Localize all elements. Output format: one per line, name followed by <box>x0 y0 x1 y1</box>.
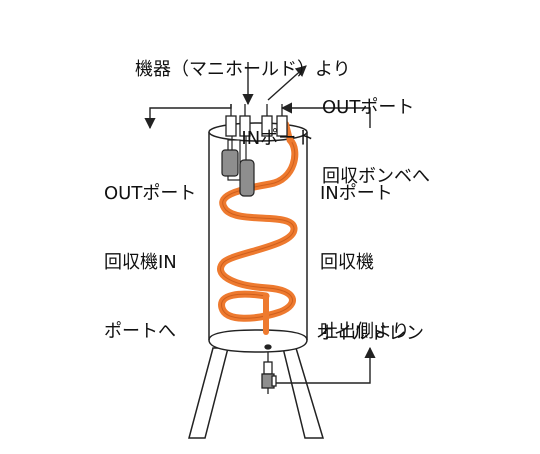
label-top-in-line2: INポート <box>241 128 315 149</box>
label-out-rec-line3: ポートへ <box>104 321 176 342</box>
label-out-rec-line1: OUTポート <box>104 183 197 204</box>
top-ports <box>225 104 288 137</box>
label-out-cyl-line1: OUTポート <box>322 97 415 118</box>
right-leg <box>282 347 325 439</box>
label-out-cyl-line2: 回収ボンベへ <box>322 166 430 187</box>
port-2 <box>239 104 251 137</box>
tank-legs <box>188 347 325 439</box>
label-out-to-cylinder: OUTポート 回収ボンベへ <box>322 50 430 211</box>
label-in-from-recovery: INポート 回収機 吐出側より <box>320 136 410 366</box>
label-oil-drain: オイルドレン <box>316 323 424 344</box>
label-in-rec-line2: 回収機 <box>320 252 374 273</box>
arrow-left-out <box>144 104 232 130</box>
flow-arrows <box>144 62 376 384</box>
label-out-rec-line2: 回収機IN <box>104 252 177 273</box>
arrow-out-cylinder <box>267 65 307 101</box>
label-in-rec-line1: INポート <box>320 183 393 204</box>
label-out-to-recovery-in: OUTポート 回収機IN ポートへ <box>104 136 196 366</box>
port-3 <box>261 104 273 137</box>
arrow-right-in <box>280 102 371 128</box>
drain-valve <box>261 344 277 394</box>
label-top-in-line1: 機器（マニホールド）より <box>135 59 351 80</box>
gauge-large <box>239 159 255 197</box>
float-chambers <box>221 124 255 197</box>
label-in-rec-line3: 吐出側より <box>320 321 410 342</box>
arrow-oil-drain <box>274 346 376 384</box>
label-top-in-port: 機器（マニホールド）より INポート <box>135 12 351 173</box>
gauge-small <box>221 149 239 177</box>
